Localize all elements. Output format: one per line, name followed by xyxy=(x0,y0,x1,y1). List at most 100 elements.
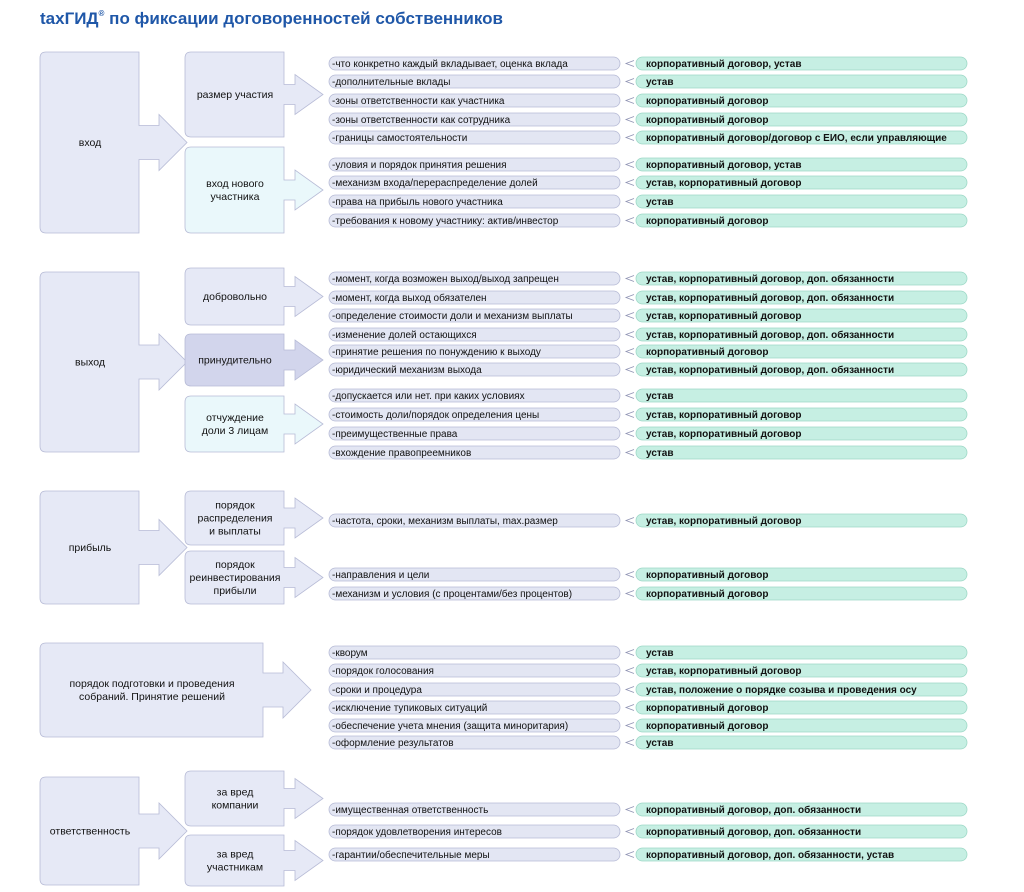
section-2-sub-1-block xyxy=(184,550,324,605)
item-text: -права на прибыль нового участника xyxy=(332,196,503,208)
item-text: -обеспечение учета мнения (защита минори… xyxy=(332,720,568,732)
item-row xyxy=(328,513,621,528)
connector-arrow-icon xyxy=(624,116,635,123)
item-row xyxy=(328,157,621,172)
section-1-sub-1-label: принудительно xyxy=(198,355,272,367)
result-row xyxy=(635,290,968,305)
result-text: устав xyxy=(646,197,673,208)
section-0-sub-0-label-line: размер участия xyxy=(197,89,273,101)
connector-arrow-icon xyxy=(624,667,635,674)
result-row xyxy=(635,112,968,127)
item-row xyxy=(328,645,621,660)
result-text: устав, корпоративный договор xyxy=(646,516,801,527)
connector-arrow-icon xyxy=(624,449,635,456)
result-row xyxy=(635,645,968,660)
connector-arrow-icon xyxy=(624,430,635,437)
connector-arrow-icon xyxy=(624,739,635,746)
section-1-sub-0-label: добровольно xyxy=(203,291,267,303)
connector-arrow-icon xyxy=(624,97,635,104)
result-text: корпоративный договор, устав xyxy=(646,160,801,171)
item-row xyxy=(328,130,621,145)
item-row xyxy=(328,407,621,422)
connector-arrow-icon xyxy=(624,348,635,355)
section-4-sub-0-block xyxy=(184,770,324,827)
connector-arrow-icon xyxy=(624,78,635,85)
item-row xyxy=(328,586,621,601)
result-row xyxy=(635,271,968,286)
section-4-label-line: ответственность xyxy=(50,826,131,838)
result-row xyxy=(635,388,968,403)
connector-arrow-icon xyxy=(624,331,635,338)
result-text: корпоративный договор/договор с ЕИО, есл… xyxy=(646,133,947,144)
section-1-sub-2-label-line: отчуждение xyxy=(206,412,264,424)
item-text: -вхождение правопреемников xyxy=(332,448,471,459)
result-text: устав, положение о порядке созыва и пров… xyxy=(646,685,917,696)
result-row xyxy=(635,735,968,750)
connector-arrow-icon xyxy=(624,806,635,813)
item-text: -преимущественные права xyxy=(332,429,458,440)
item-row xyxy=(328,388,621,403)
connector-arrow-icon xyxy=(624,198,635,205)
item-text: -принятие решения по понуждению к выходу xyxy=(332,347,541,358)
item-row xyxy=(328,735,621,750)
section-0-sub-0-label: размер участия xyxy=(197,89,273,101)
item-text: -что конкретно каждый вкладывает, оценка… xyxy=(332,59,568,70)
item-text: -юридический механизм выхода xyxy=(332,365,482,376)
item-text: -границы самостоятельности xyxy=(332,133,467,144)
result-text: устав, корпоративный договор xyxy=(646,410,801,421)
item-row xyxy=(328,175,621,190)
result-row xyxy=(635,362,968,377)
result-text: корпоративный договор xyxy=(646,347,768,358)
section-2-sub-1-label-line: порядок xyxy=(215,559,255,571)
section-2-sub-0-label-line: порядок xyxy=(215,500,255,512)
item-row xyxy=(328,344,621,359)
section-1-sub-2-label-line: доли 3 лицам xyxy=(202,425,268,437)
result-text: устав xyxy=(646,648,673,659)
item-row xyxy=(328,445,621,460)
section-4-sub-0-label-line: компании xyxy=(212,800,259,812)
registered-mark: ® xyxy=(98,9,105,18)
result-text: устав, корпоративный договор xyxy=(646,178,801,189)
result-text: корпоративный договор, доп. обязанности xyxy=(646,804,861,816)
item-row xyxy=(328,308,621,323)
result-text: корпоративный договор xyxy=(646,589,768,600)
result-text: корпоративный договор xyxy=(646,216,768,227)
connector-arrow-icon xyxy=(624,161,635,168)
section-4-block xyxy=(39,776,188,886)
section-0-block xyxy=(39,51,188,234)
connector-arrow-icon xyxy=(624,649,635,656)
item-row xyxy=(328,74,621,89)
section-4-sub-0-label-line: за вред xyxy=(217,787,254,799)
connector-arrow-icon xyxy=(624,722,635,729)
connector-arrow-icon xyxy=(624,366,635,373)
item-text: -направления и цели xyxy=(332,570,429,581)
item-text: -допускается или нет. при каких условиях xyxy=(332,391,525,402)
item-text: -гарантии/обеспечительные меры xyxy=(332,849,490,861)
item-row xyxy=(328,271,621,286)
result-row xyxy=(635,847,968,862)
section-0-sub-0-block xyxy=(184,51,324,138)
item-row xyxy=(328,700,621,715)
result-text: устав, корпоративный договор xyxy=(646,666,801,677)
connector-arrow-icon xyxy=(624,217,635,224)
item-row xyxy=(328,682,621,697)
connector-arrow-icon xyxy=(624,392,635,399)
section-4-sub-1-label-line: участникам xyxy=(207,862,263,874)
item-text: -зоны ответственности как сотрудника xyxy=(332,115,511,126)
result-text: устав xyxy=(646,448,673,459)
result-row xyxy=(635,308,968,323)
connector-arrow-icon xyxy=(624,179,635,186)
section-2-sub-0-label-line: распределения xyxy=(198,513,273,525)
item-row xyxy=(328,824,621,839)
result-row xyxy=(635,93,968,108)
result-text: корпоративный договор xyxy=(646,721,768,732)
result-text: устав, корпоративный договор, доп. обяза… xyxy=(646,329,894,341)
section-4-sub-1-label-line: за вред xyxy=(217,849,254,861)
result-text: корпоративный договор xyxy=(646,115,768,126)
result-row xyxy=(635,682,968,697)
connector-arrow-icon xyxy=(624,828,635,835)
